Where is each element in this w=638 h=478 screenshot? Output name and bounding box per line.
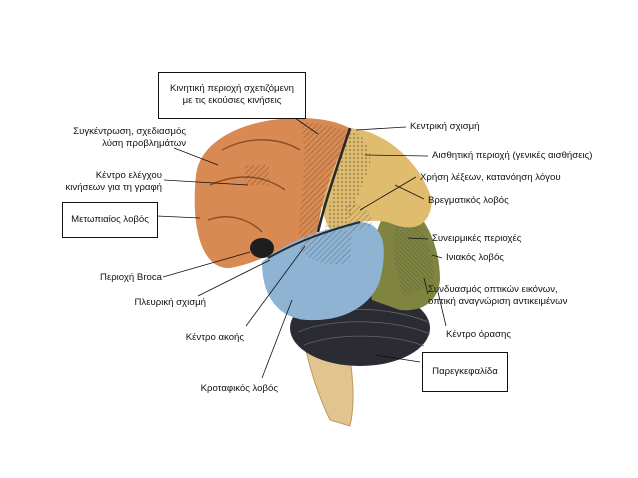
label-concentration-line1: Συγκέντρωση, σχεδιασμός: [73, 126, 186, 137]
label-temporal-lobe: Κροταφικός λοβός: [201, 383, 278, 395]
label-association-areas-text: Συνειρμικές περιοχές: [432, 233, 522, 244]
label-visual-assoc: Συνδυασμός οπτικών εικόνων, οπτική αναγν…: [428, 284, 567, 307]
label-hearing-center: Κέντρο ακοής: [186, 332, 244, 344]
label-broca: Περιοχή Broca: [100, 272, 162, 284]
label-association-areas: Συνειρμικές περιοχές: [432, 233, 521, 245]
label-occipital-lobe-text: Ινιακός λοβός: [446, 252, 504, 263]
central-sulcus-line: [316, 127, 352, 233]
label-frontal-lobe-text: Μετωπιαίος λοβός: [71, 214, 149, 225]
label-cerebellum: Παρεγκεφαλίδα: [422, 352, 508, 392]
label-motor-area-line2: με τις εκούσιες κινήσεις: [182, 94, 282, 106]
label-occipital-lobe: Ινιακός λοβός: [446, 252, 504, 264]
label-concentration-line2: λύση προβλημάτων: [102, 137, 186, 149]
broca-patch: [250, 238, 274, 258]
label-writing-control-line2: κινήσεων για τη γραφή: [65, 181, 163, 193]
label-sensory-area: Αισθητική περιοχή (γενικές αισθήσεις): [432, 150, 592, 162]
label-central-sulcus-text: Κεντρική σχισμή: [410, 121, 480, 132]
label-sensory-area-text: Αισθητική περιοχή (γενικές αισθήσεις): [432, 150, 593, 161]
label-frontal-lobe: Μετωπιαίος λοβός: [62, 202, 158, 238]
label-central-sulcus: Κεντρική σχισμή: [410, 121, 480, 133]
label-hearing-center-text: Κέντρο ακοής: [185, 332, 244, 343]
leader-lines: [156, 101, 447, 379]
sensory-strip: [325, 130, 371, 232]
label-word-use: Χρήση λέξεων, κατανόηση λόγου: [420, 172, 561, 184]
lateral-fissure-line: [267, 221, 361, 259]
label-vision-center-text: Κέντρο όρασης: [446, 329, 511, 340]
label-writing-control: Κέντρο ελέγχου κινήσεων για τη γραφή: [66, 170, 163, 193]
label-parietal-lobe: Βρεγματικός λοβός: [428, 195, 509, 207]
label-lateral-fissure: Πλευρική σχισμή: [134, 297, 206, 309]
motor-strip: [298, 122, 348, 238]
label-lateral-fissure-text: Πλευρική σχισμή: [134, 297, 206, 308]
label-visual-assoc-line2: οπτική αναγνώριση αντικειμένων: [428, 295, 568, 307]
label-motor-area-line1: Κινητική περιοχή σχετιζόμενη: [170, 83, 294, 94]
label-motor-area: Κινητική περιοχή σχετιζόμενη με τις εκού…: [158, 72, 306, 119]
label-parietal-lobe-text: Βρεγματικός λοβός: [428, 195, 509, 206]
label-temporal-lobe-text: Κροταφικός λοβός: [200, 383, 278, 394]
label-writing-control-line1: Κέντρο ελέγχου: [95, 170, 162, 181]
label-visual-assoc-line1: Συνδυασμός οπτικών εικόνων,: [428, 284, 558, 295]
label-vision-center: Κέντρο όρασης: [446, 329, 511, 341]
label-cerebellum-text: Παρεγκεφαλίδα: [432, 366, 498, 377]
label-concentration: Συγκέντρωση, σχεδιασμός λύση προβλημάτων: [73, 126, 186, 149]
label-broca-text: Περιοχή Broca: [100, 272, 162, 283]
label-word-use-text: Χρήση λέξεων, κατανόηση λόγου: [420, 172, 561, 183]
